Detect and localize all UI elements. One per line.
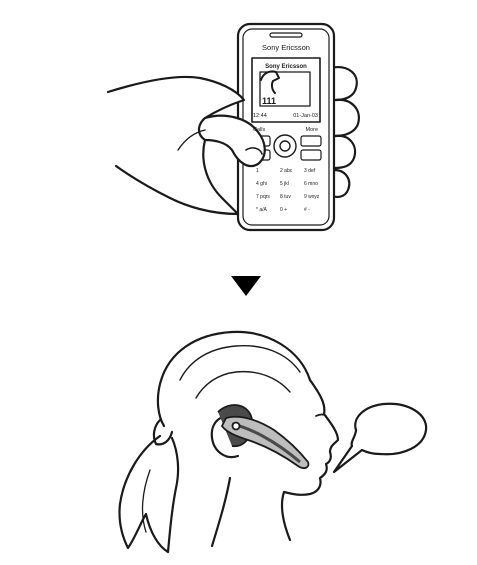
hair-strand-2 bbox=[196, 372, 290, 398]
person-head bbox=[119, 332, 338, 552]
key-8: 8 tuv bbox=[280, 194, 291, 200]
down-arrow-icon bbox=[231, 276, 261, 296]
hair-strand-1 bbox=[180, 346, 300, 380]
eye bbox=[316, 415, 326, 417]
palm-and-wrist bbox=[108, 77, 244, 214]
screen-time: 12:44 bbox=[253, 113, 267, 119]
speech-bubble bbox=[334, 404, 426, 472]
screen-number: 111 bbox=[262, 96, 276, 106]
speech-bubble-shape bbox=[334, 404, 426, 472]
soft-label-left: Calls bbox=[253, 127, 265, 133]
headset-icon bbox=[218, 405, 308, 468]
key-4: 4 ghi bbox=[256, 181, 267, 187]
key-2: 2 abc bbox=[280, 168, 293, 174]
ponytail bbox=[119, 436, 178, 552]
key-5: 5 jkl bbox=[280, 181, 289, 187]
hand-holding-phone bbox=[108, 24, 359, 230]
key-star: * a/A bbox=[256, 207, 268, 213]
phone-brand: Sony Ericsson bbox=[262, 43, 310, 52]
key-0: 0 + bbox=[280, 207, 287, 213]
screen-header: Sony Ericsson bbox=[265, 64, 307, 70]
neck-back bbox=[212, 478, 230, 546]
key-7: 7 pqrs bbox=[256, 194, 270, 200]
key-6: 6 mno bbox=[304, 181, 318, 187]
key-1: 1 bbox=[256, 168, 259, 174]
key-9: 9 wxyz bbox=[304, 194, 320, 200]
finger-back-3 bbox=[334, 136, 355, 168]
key-3: 3 def bbox=[304, 168, 316, 174]
key-hash: # - bbox=[304, 207, 310, 213]
screen-date: 01-Jan-03 bbox=[293, 113, 318, 119]
soft-label-right: More bbox=[305, 127, 318, 133]
headset-button-icon bbox=[233, 423, 240, 430]
finger-back-2 bbox=[335, 100, 359, 136]
